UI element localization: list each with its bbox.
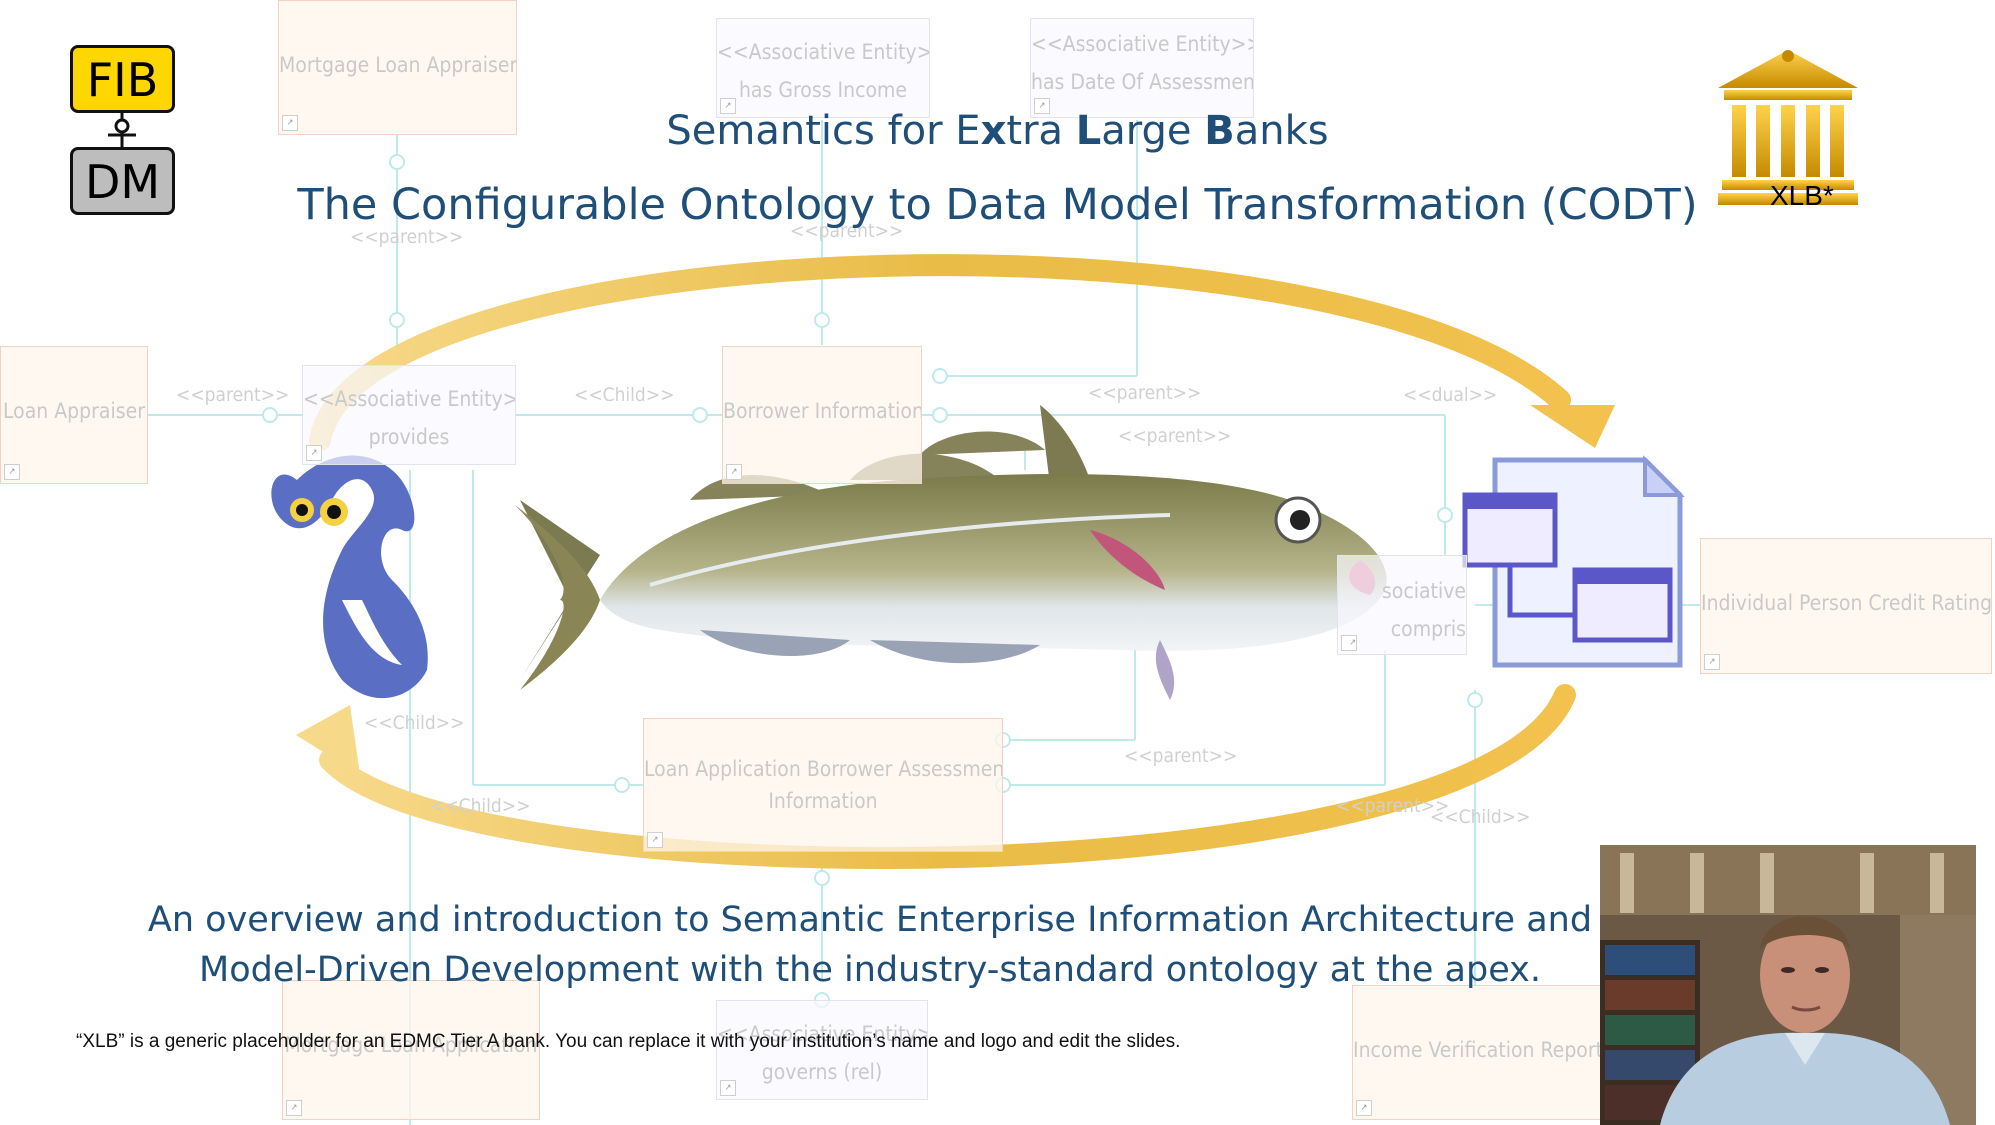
rel-label: <<Child>> (574, 384, 675, 406)
fib-dm-connector (108, 113, 136, 147)
footnote: “XLB” is a generic placeholder for an ED… (76, 1031, 1181, 1052)
fish-illustration (515, 405, 1387, 700)
entity-label: Borrower Information (723, 399, 921, 423)
entity-mortgage-loan-appraiser: Mortgage Loan Appraiser ↗ (278, 0, 517, 135)
rel-label: <<parent>> (1088, 382, 1202, 404)
title-part: Semantics for E (666, 108, 981, 154)
entity-label: governs (rel) (761, 1060, 883, 1084)
title-part: arge (1101, 108, 1205, 154)
link-icon: ↗ (1341, 635, 1357, 651)
link-icon: ↗ (720, 1080, 736, 1096)
link-icon: ↗ (1356, 1100, 1372, 1116)
entity-label: Mortgage Loan Appraiser (279, 53, 516, 77)
slide-title: Semantics for Extra Large Banks (0, 108, 1995, 154)
entity-label: Loan Application Borrower Assessment (644, 757, 1002, 781)
entity-mortgage-loan-application: Mortgage Loan Application ↗ (282, 980, 540, 1120)
entity-label: Individual Person Credit Rating (1701, 591, 1991, 615)
owl-logo (271, 455, 428, 699)
rel-label: <<Child>> (430, 795, 531, 817)
slide-subtitle: The Configurable Ontology to Data Model … (297, 180, 1698, 230)
link-icon: ↗ (1704, 654, 1720, 670)
entity-stereotype: <<Associative Entity>> (1031, 32, 1253, 56)
overview-line-1: An overview and introduction to Semantic… (147, 900, 1593, 940)
overview-line-2: Model-Driven Development with the indust… (199, 950, 1541, 990)
fib-logo: FIB (70, 45, 175, 113)
entity-stereotype: <<Associative Entity>> (717, 1022, 927, 1046)
rel-label: <<parent>> (1336, 795, 1450, 817)
link-icon: ↗ (647, 832, 663, 848)
webcam-image (1600, 845, 1976, 1125)
entity-label: Loan Appraiser (3, 399, 145, 423)
entity-loan-application-borrower-assessment: Loan Application Borrower Assessment Inf… (643, 718, 1003, 852)
entity-label-line2: Information (768, 789, 878, 813)
entity-stereotype: <<Associative Entity>> (303, 387, 515, 411)
title-part: tra (1006, 108, 1076, 154)
entity-income-verification-report: Income Verification Report ↗ (1352, 985, 1602, 1120)
curved-arrow-bottom-head (296, 705, 360, 775)
rel-label: <<parent>> (176, 384, 290, 406)
rel-label: <<parent>> (1118, 425, 1232, 447)
link-icon: ↗ (726, 464, 742, 480)
title-part-bold: L (1075, 108, 1102, 154)
entity-loan-appraiser: Loan Appraiser ↗ (0, 346, 148, 484)
entity-stereotype: sociative (1381, 579, 1466, 603)
curved-arrow-top (309, 254, 1571, 451)
data-model-document-icon (1462, 455, 1685, 668)
title-part-bold: B (1204, 108, 1235, 154)
entity-label: has Gross Income (738, 78, 908, 102)
rel-label: <<Child>> (364, 712, 465, 734)
title-part-bold: x (980, 108, 1007, 154)
link-icon: ↗ (4, 464, 20, 480)
presenter-webcam (1600, 845, 1976, 1125)
entity-label: compris (1390, 617, 1466, 641)
entity-assoc-provides: <<Associative Entity>> provides ↗ (302, 365, 516, 465)
entity-assoc-gross-income: <<Associative Entity>> has Gross Income … (716, 18, 930, 118)
xlb-label: XLB* (1770, 180, 1834, 211)
title-part: anks (1234, 108, 1329, 154)
entity-borrower-information: Borrower Information ↗ (722, 346, 922, 484)
link-icon: ↗ (306, 445, 322, 461)
rel-label: <<parent>> (350, 226, 464, 248)
entity-label: Mortgage Loan Application (284, 1033, 538, 1057)
curved-arrow-top-head (1530, 405, 1615, 448)
entity-assoc-date-assessment: <<Associative Entity>> has Date Of Asses… (1030, 18, 1254, 118)
rel-label: <<Child>> (1430, 806, 1531, 828)
overview-text: An overview and introduction to Semantic… (120, 895, 1620, 995)
entity-individual-credit-rating: Individual Person Credit Rating ↗ (1700, 538, 1992, 674)
rel-label: <<parent>> (1124, 745, 1238, 767)
link-icon: ↗ (282, 115, 298, 131)
bank-building-icon (1718, 50, 1858, 205)
entity-label: Income Verification Report (1353, 1038, 1601, 1062)
entity-assoc-comprises: sociative compris ↗ (1337, 555, 1467, 655)
entity-label: provides (368, 425, 450, 449)
entity-label: has Date Of Assessment (1031, 70, 1253, 94)
link-icon: ↗ (1034, 98, 1050, 114)
rel-label: <<parent>> (790, 220, 904, 242)
link-icon: ↗ (286, 1100, 302, 1116)
dm-logo: DM (70, 147, 175, 215)
curved-arrow-bottom (319, 684, 1576, 870)
entity-stereotype: <<Associative Entity>> (717, 40, 929, 64)
rel-label: <<dual>> (1403, 384, 1498, 406)
entity-assoc-governs: <<Associative Entity>> governs (rel) ↗ (716, 1000, 928, 1100)
link-icon: ↗ (720, 98, 736, 114)
